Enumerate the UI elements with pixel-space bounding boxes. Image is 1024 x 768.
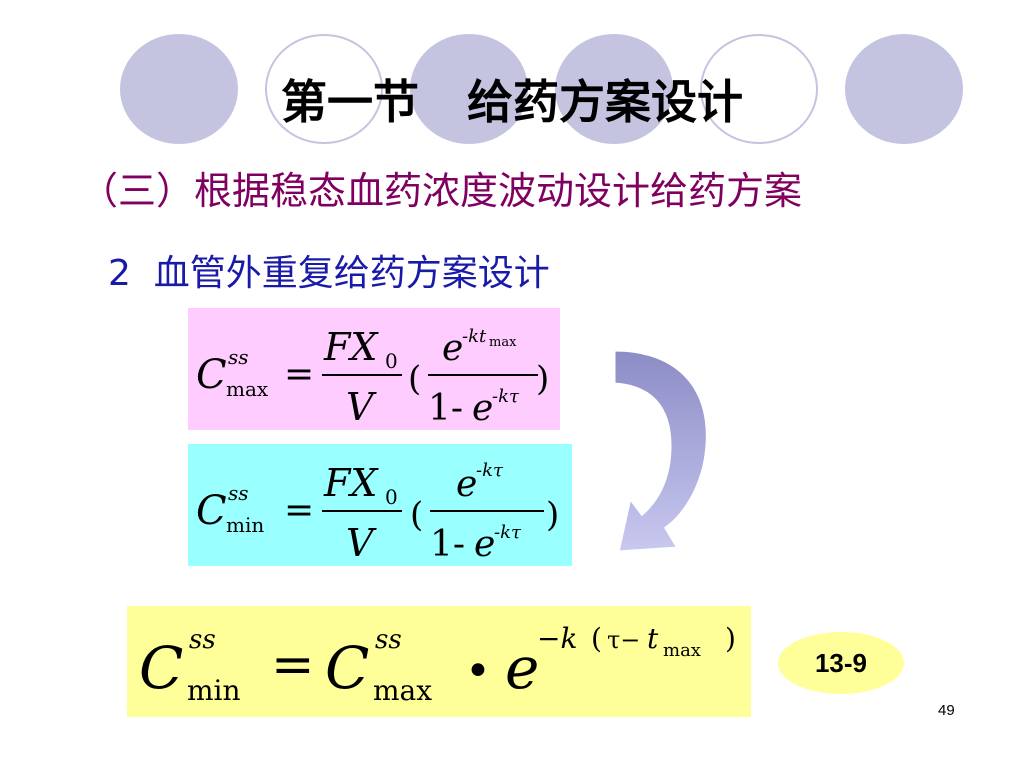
formula-cmin: C ss min = FX 0 V ( e -kτ 1- e -kτ ) <box>196 460 559 565</box>
cmax-open-paren: ( <box>408 359 421 399</box>
equation-number: 13-9 <box>814 647 868 678</box>
cmin-frac2-bar <box>430 510 544 512</box>
relation-equals: = <box>271 635 315 695</box>
cmin-frac1-den: V <box>346 521 377 565</box>
relation-dot: • <box>465 646 491 697</box>
cmax-symbol: C <box>196 352 227 398</box>
cmax-frac2-bar <box>428 374 538 376</box>
cmin-subscript: min <box>226 513 264 537</box>
cmax-close-paren: ) <box>536 359 549 399</box>
equation-number-badge: 13-9 <box>778 632 904 694</box>
relation-lhs-subscript: min <box>187 674 241 707</box>
cmin-equals: = <box>284 490 314 531</box>
curved-down-left-arrow-icon <box>612 348 709 554</box>
cmax-frac2-num-exp: -kt <box>462 326 487 347</box>
cmax-frac2-den-prefix: 1- <box>428 388 463 429</box>
relation-exponent-close: ) <box>725 622 736 655</box>
relation-exponent-prefix: −k <box>537 622 577 655</box>
cmax-frac1-num-sub: 0 <box>385 349 398 373</box>
cmin-frac2-den-base: e <box>474 524 495 565</box>
decor-circle-2 <box>265 34 383 144</box>
relation-rhs-superscript: ss <box>375 625 402 655</box>
formula-cmax: C ss max = FX 0 V ( e -kt max 1- e -kτ ) <box>196 325 549 429</box>
cmax-frac2-num-exp-sub: max <box>489 335 517 350</box>
cmax-frac1-den: V <box>346 385 377 429</box>
cmax-equals: = <box>284 354 314 395</box>
cmax-subscript: max <box>226 377 269 401</box>
cmin-frac2-num-base: e <box>456 464 477 505</box>
relation-base: e <box>505 634 539 702</box>
relation-exponent-t: t <box>647 622 659 655</box>
cmin-frac1-bar <box>322 510 402 512</box>
cmin-frac2-den-exp: -kτ <box>494 522 522 543</box>
formula-cmin-box: C ss min = FX 0 V ( e -kτ 1- e -kτ ) <box>188 444 572 566</box>
cmin-symbol: C <box>196 488 227 534</box>
relation-exponent-open: ( <box>591 622 602 655</box>
relation-exponent-t-subscript: max <box>663 640 701 661</box>
decor-circle-6 <box>845 34 963 144</box>
formula-cmax-box: C ss max = FX 0 V ( e -kt max 1- e -kτ ) <box>188 308 560 430</box>
cmin-frac1-num-sub: 0 <box>385 485 398 509</box>
cmin-frac2-den-prefix: 1- <box>430 524 465 565</box>
cmin-close-paren: ) <box>546 495 559 535</box>
decor-circle-3 <box>410 34 528 144</box>
relation-lhs-superscript: ss <box>189 625 216 655</box>
cmax-frac1-num: FX <box>323 325 379 369</box>
cmax-frac2-den-base: e <box>472 388 493 429</box>
formula-relation: C ss min = C ss max • e −k ( τ− t max ) <box>139 622 736 707</box>
cmax-frac2-den-exp: -kτ <box>492 386 520 407</box>
formula-relation-box: C ss min = C ss max • e −k ( τ− t max ) <box>127 606 751 717</box>
cmax-superscript: ss <box>228 345 249 369</box>
cmin-open-paren: ( <box>410 495 423 535</box>
cmax-frac1-bar <box>322 374 402 376</box>
cmin-frac1-num: FX <box>323 461 379 505</box>
decor-circle-5 <box>700 34 818 144</box>
cmax-frac2-num-base: e <box>442 328 463 369</box>
relation-rhs-symbol: C <box>325 634 369 702</box>
page-number: 49 <box>938 702 955 719</box>
section-heading: 2 血管外重复给药方案设计 <box>108 253 550 294</box>
slide-subtitle: （三）根据稳态血药浓度波动设计给药方案 <box>80 169 803 213</box>
cmin-frac2-num-exp: -kτ <box>476 460 504 481</box>
cmin-superscript: ss <box>228 481 249 505</box>
slide-title: 第一节 给药方案设计 <box>280 75 744 129</box>
relation-lhs-symbol: C <box>139 634 183 702</box>
relation-exponent-tau: τ− <box>607 626 640 654</box>
relation-rhs-subscript: max <box>373 674 432 707</box>
decor-circle-4 <box>555 34 673 144</box>
decor-circle-1 <box>120 34 238 144</box>
